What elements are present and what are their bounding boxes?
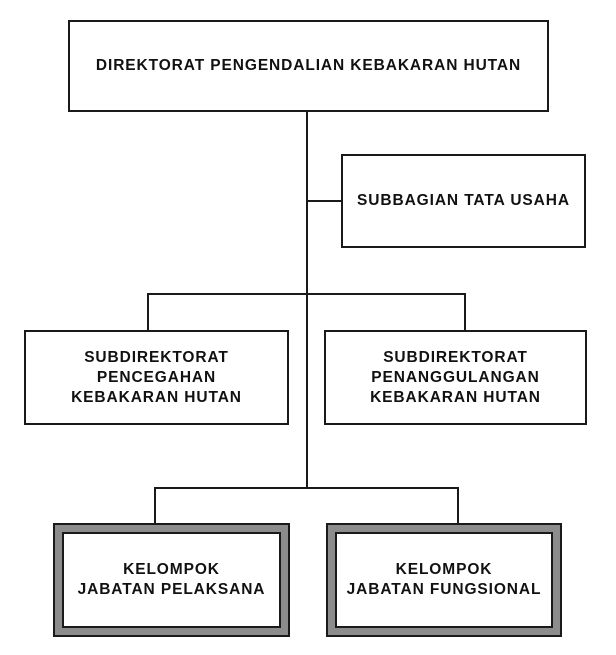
- subdirectorate-suppression-box: SUBDIREKTORAT PENANGGULANGAN KEBAKARAN H…: [324, 330, 587, 425]
- administration-box: SUBBAGIAN TATA USAHA: [341, 154, 586, 248]
- group-executor-box: KELOMPOK JABATAN PELAKSANA: [62, 532, 281, 628]
- subdirectorate-suppression-label: SUBDIREKTORAT PENANGGULANGAN KEBAKARAN H…: [370, 348, 541, 406]
- director-box: DIREKTORAT PENGENDALIAN KEBAKARAN HUTAN: [68, 20, 549, 112]
- subdirectorate-prevention-box: SUBDIREKTORAT PENCEGAHAN KEBAKARAN HUTAN: [24, 330, 289, 425]
- director-label: DIREKTORAT PENGENDALIAN KEBAKARAN HUTAN: [95, 57, 522, 74]
- group-functional-frame: KELOMPOK JABATAN FUNGSIONAL: [326, 523, 562, 637]
- subdirectorate-prevention-label: SUBDIREKTORAT PENCEGAHAN KEBAKARAN HUTAN: [71, 348, 242, 406]
- group-executor-frame: KELOMPOK JABATAN PELAKSANA: [53, 523, 290, 637]
- administration-label: SUBBAGIAN TATA USAHA: [357, 192, 570, 209]
- group-functional-label: KELOMPOK JABATAN FUNGSIONAL: [346, 561, 542, 598]
- group-functional-box: KELOMPOK JABATAN FUNGSIONAL: [335, 532, 553, 628]
- group-executor-label: KELOMPOK JABATAN PELAKSANA: [77, 561, 266, 598]
